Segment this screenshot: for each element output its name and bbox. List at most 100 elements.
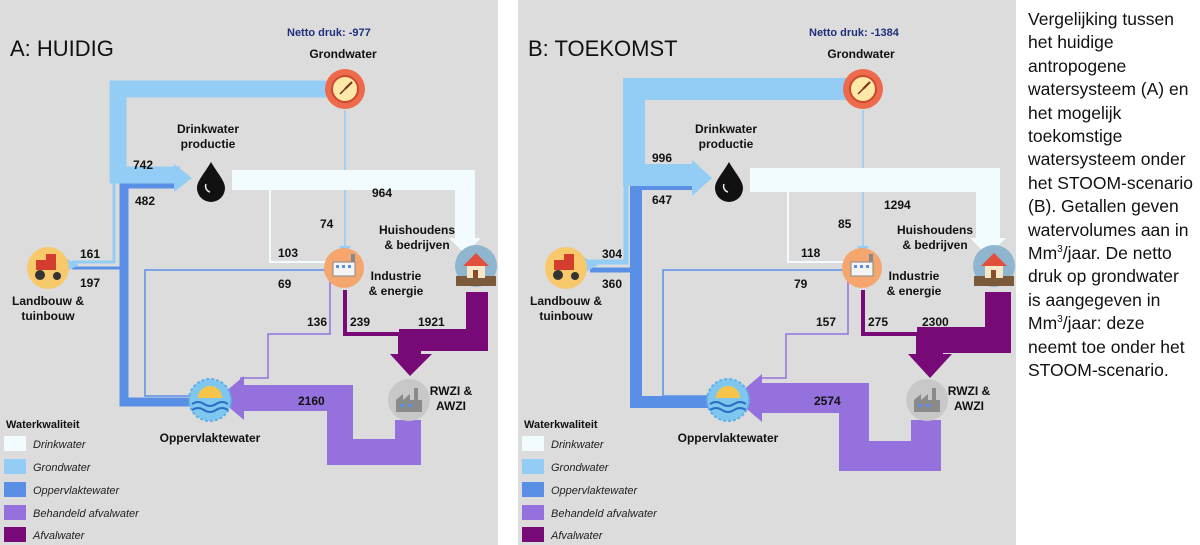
oppervlaktewater-icon xyxy=(188,378,232,422)
caption-text-3: /jaar: deze neemt toe onder het STOOM-sc… xyxy=(1028,313,1185,381)
legend-label: Grondwater xyxy=(33,462,92,474)
node-huishoudens-label-1: Huishoudens xyxy=(379,223,455,237)
node-huishoudens-label-2: & bedrijven xyxy=(902,238,967,252)
legend-label: Oppervlaktewater xyxy=(33,485,121,497)
legend-swatch xyxy=(522,459,544,474)
flow-value: 2574 xyxy=(814,394,841,408)
flow-value: 1921 xyxy=(418,315,445,329)
node-oppervlaktewater-label: Oppervlaktewater xyxy=(160,431,261,445)
panel-toekomst: B: TOEKOMST Netto druk: -1384 Grondwater… xyxy=(518,0,1016,545)
node-landbouw-label-1: Landbouw & xyxy=(12,294,84,308)
legend-label: Drinkwater xyxy=(33,439,87,451)
flow-value: 647 xyxy=(652,193,672,207)
legend-swatch xyxy=(4,459,26,474)
flow-drinkwater-to-industrie xyxy=(269,184,328,263)
node-landbouw-label-1: Landbouw & xyxy=(530,294,602,308)
flow-value: 79 xyxy=(794,277,808,291)
legend-swatch xyxy=(522,436,544,451)
arrow-to-huishoudens xyxy=(449,238,481,254)
grondwater-icon xyxy=(843,69,883,109)
node-landbouw-label-2: tuinbouw xyxy=(539,309,593,323)
node-rwzi-label-1: RWZI & xyxy=(430,384,473,398)
legend-title: Waterkwaliteit xyxy=(6,419,80,431)
node-rwzi-label-2: AWZI xyxy=(954,399,984,413)
arrow-to-drinkwater xyxy=(692,160,712,196)
flow-drinkwater-to-industrie xyxy=(787,184,846,263)
flow-value: 69 xyxy=(278,277,292,291)
grondwater-icon xyxy=(325,69,365,109)
node-rwzi-label-2: AWZI xyxy=(436,399,466,413)
node-rwzi-label-1: RWZI & xyxy=(948,384,991,398)
factory-icon xyxy=(324,248,364,288)
netto-druk-label: Netto druk: -1384 xyxy=(809,27,900,39)
caption-superscript-1: 3 xyxy=(1057,244,1063,256)
flow-value: 2300 xyxy=(922,315,949,329)
legend-swatch xyxy=(4,436,26,451)
flow-value: 136 xyxy=(307,315,327,329)
caption-superscript-2: 3 xyxy=(1057,314,1063,326)
node-industrie-label-2: & energie xyxy=(887,284,942,298)
flow-industrie-to-oppervlakte xyxy=(758,276,849,379)
house-icon xyxy=(455,245,497,287)
flow-value: 742 xyxy=(133,158,153,172)
flow-value: 239 xyxy=(350,315,370,329)
flow-huishoudens-to-rwzi xyxy=(917,292,1011,358)
flow-value: 118 xyxy=(801,246,821,260)
panel-title: B: TOEKOMST xyxy=(528,36,678,61)
legend-label: Afvalwater xyxy=(32,530,86,542)
panel-title: A: HUIDIG xyxy=(10,36,114,61)
flow-grondwater-to-drinkwater xyxy=(109,80,330,184)
flow-oppervlakte-to-industrie xyxy=(662,269,848,397)
flow-value: 2160 xyxy=(298,394,325,408)
house-icon xyxy=(973,245,1015,287)
arrow-to-drinkwater xyxy=(174,164,192,192)
legend-swatch xyxy=(522,482,544,497)
legend-label: Afvalwater xyxy=(550,530,604,542)
flow-oppervlakte-to-drinkwater xyxy=(119,179,196,407)
drinkwater-drop-icon xyxy=(715,162,743,202)
flow-grondwater-to-drinkwater xyxy=(623,78,848,186)
flow-value: 197 xyxy=(80,276,100,290)
legend-swatch xyxy=(4,505,26,520)
flow-value: 964 xyxy=(372,186,392,200)
flow-huishoudens-to-rwzi xyxy=(399,292,488,358)
flow-industrie-to-rwzi xyxy=(343,290,402,360)
flow-value: 996 xyxy=(652,151,672,165)
node-drinkwater-label-1: Drinkwater xyxy=(177,122,239,136)
legend-label: Drinkwater xyxy=(551,439,605,451)
node-industrie-label-1: Industrie xyxy=(889,269,940,283)
node-oppervlaktewater-label: Oppervlaktewater xyxy=(678,431,779,445)
flow-value: 103 xyxy=(278,246,298,260)
flow-grondwater-to-landbouw xyxy=(72,174,116,264)
node-drinkwater-label-1: Drinkwater xyxy=(695,122,757,136)
node-grondwater-label: Grondwater xyxy=(827,47,895,61)
node-drinkwater-label-2: productie xyxy=(699,137,754,151)
factory-icon xyxy=(842,248,882,288)
flow-value: 85 xyxy=(838,217,852,231)
legend-title: Waterkwaliteit xyxy=(524,419,598,431)
flow-value: 360 xyxy=(602,277,622,291)
panel-huidig: A: HUIDIG Netto druk: -977 Grondwater Dr… xyxy=(0,0,498,545)
flow-industrie-to-rwzi xyxy=(861,290,920,360)
node-industrie-label-1: Industrie xyxy=(371,269,422,283)
legend-swatch xyxy=(4,527,26,542)
node-huishoudens-label-2: & bedrijven xyxy=(384,238,449,252)
rwzi-icon xyxy=(388,379,430,421)
sankey-diagram-toekomst: B: TOEKOMST Netto druk: -1384 Grondwater… xyxy=(518,0,1016,545)
caption-text-2: /jaar. De netto druk op grondwater is aa… xyxy=(1028,243,1179,334)
rwzi-icon xyxy=(906,379,948,421)
flow-oppervlakte-to-industrie xyxy=(144,269,330,397)
node-grondwater-label: Grondwater xyxy=(309,47,377,61)
figure-caption: Vergelijking tussen het huidige antropog… xyxy=(1028,8,1194,383)
flow-value: 275 xyxy=(868,315,888,329)
flow-drinkwater-to-huishoudens xyxy=(232,170,475,240)
netto-druk-label: Netto druk: -977 xyxy=(287,27,371,39)
flow-rwzi-to-oppervlakte xyxy=(240,385,421,465)
flow-value: 161 xyxy=(80,247,100,261)
legend-swatch xyxy=(522,505,544,520)
tractor-icon xyxy=(27,247,69,289)
flow-value: 157 xyxy=(816,315,836,329)
flow-value: 304 xyxy=(602,247,622,261)
legend-label: Behandeld afvalwater xyxy=(33,508,140,520)
tractor-icon xyxy=(545,247,587,289)
